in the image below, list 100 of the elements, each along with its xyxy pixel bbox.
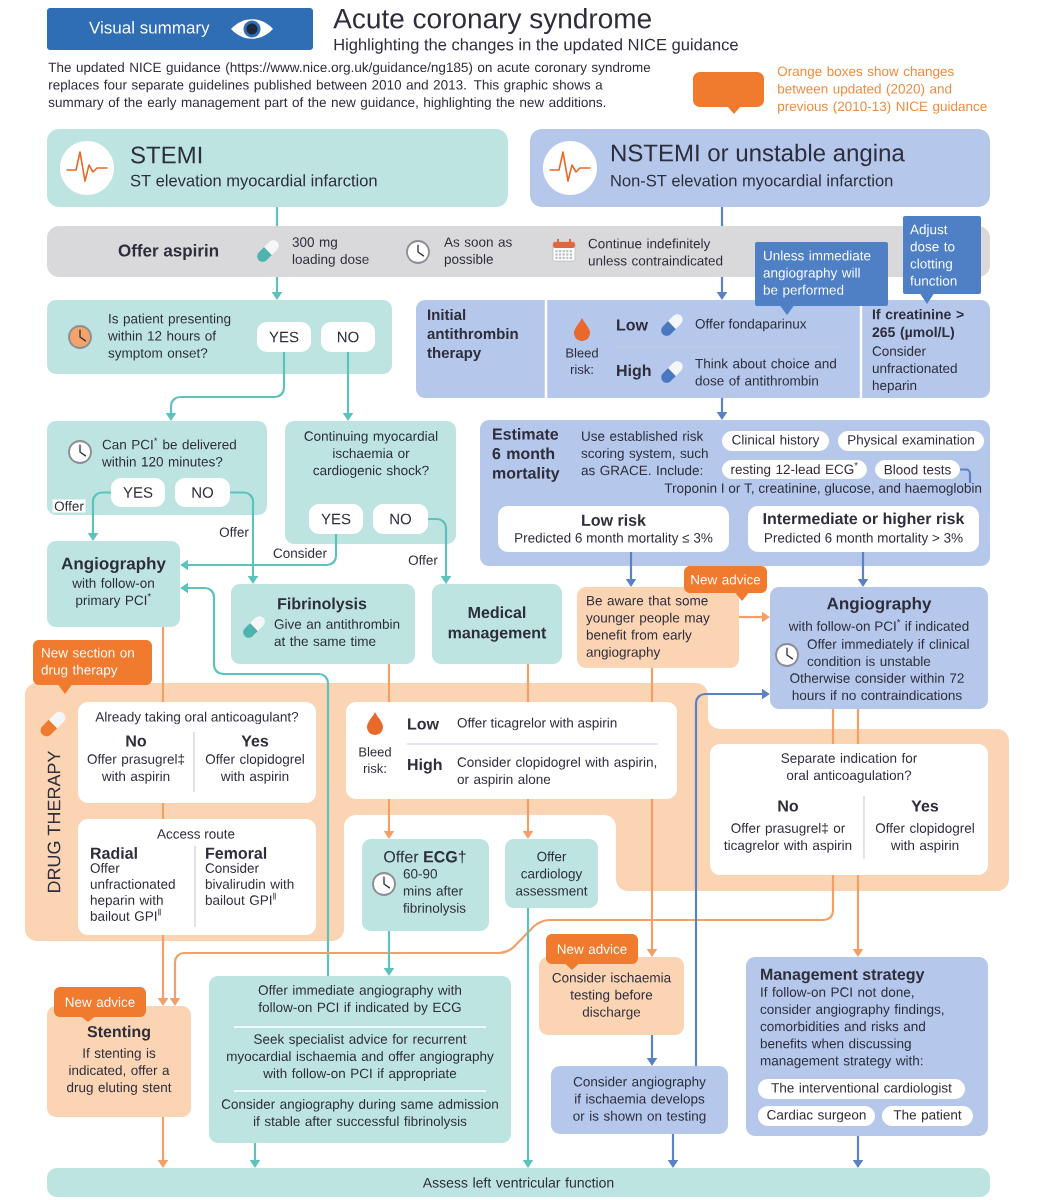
detail-text: Continue indefinitely unless contraindicated (588, 238, 723, 266)
option-text: Consider bivalirudin with bailout GPI$^{‖}$ (205, 863, 294, 905)
answer-pill: YES (309, 504, 363, 534)
factor-pill: Clinical history (722, 431, 829, 451)
factor-pill: resting 12-lead ECG$^{*}$ (722, 460, 867, 479)
panel-heading: Initial antithrombin therapy (427, 309, 518, 362)
band-heading: Offer aspirin (118, 244, 218, 260)
arrow (694, 688, 770, 1066)
detail-text: As soon as possible (444, 237, 512, 267)
box-heading: NSTEMI or unstable angina (611, 143, 905, 167)
box-heading: Angiography (61, 557, 166, 573)
factor-pill: The patient (882, 1106, 973, 1126)
option-heading: No (778, 800, 799, 812)
detail-text: Offer fondaparinux (695, 318, 807, 332)
arrow (230, 491, 259, 584)
step-box: Consider angiography if ischaemia develops or is shown on testing (551, 1066, 728, 1134)
detail-text: 300 mg loading dose (292, 237, 369, 267)
question-text: Can PCI$^{*}$ be delivered within 120 minutes? (102, 437, 236, 467)
option-text: Offer unfractionated heparin with bailout GPI$^{‖}$ (90, 863, 175, 921)
box-text: with follow-on primary PCI$^{*}$ (72, 578, 154, 608)
question-text: Separate indication for oral anticoagulation? (781, 753, 918, 783)
factor-pill: Blood tests (875, 460, 960, 479)
option-heading: Yes (911, 800, 939, 812)
box-heading: STEMI (131, 146, 202, 164)
option-text: Offer clopidogrel with aspirin (875, 823, 974, 853)
detail-text: Think about choice and dose of antithrombin (695, 358, 836, 386)
risk-heading: Low risk (582, 514, 646, 526)
risk-level: Low (408, 718, 439, 730)
connector-line (960, 468, 972, 483)
box-heading: Management strategy (761, 968, 925, 984)
risk-level: Low (617, 319, 648, 331)
option-heading: Femoral (206, 847, 267, 859)
connector-line (161, 803, 165, 819)
step-box: Consider ischaemia testing before discharge (539, 957, 684, 1035)
connector-line (526, 664, 530, 702)
risk-level: High (617, 364, 651, 380)
answer-pill: NO (321, 322, 375, 352)
answer-pill: YES (257, 322, 311, 352)
bleed-risk-label: Bleed risk: (566, 348, 598, 375)
connector-line (856, 709, 860, 744)
option-text: Offer prasugrel‡ or ticagrelor with aspirin (724, 823, 852, 853)
box-heading: Fibrinolysis (278, 597, 367, 613)
callout-bubble: Adjust dose to clotting function (903, 216, 981, 304)
box-subheading: ST elevation myocardial infarction (130, 174, 377, 190)
tag-bubble: New section on drug therapy (33, 640, 152, 694)
connector-line (650, 668, 654, 702)
subtitle: Highlighting the changes in the updated NICE guidance (334, 38, 738, 54)
box-text: 60-90 mins after fibrinolysis (403, 869, 466, 916)
arrow (180, 534, 338, 571)
question-text: Is patient presenting within 12 hours of symptom onset? (108, 313, 231, 361)
banner-text: Visual summary (89, 21, 210, 37)
option-heading: No (126, 735, 147, 747)
box-heading: Stenting (87, 1025, 150, 1041)
edge-label: Consider (271, 546, 329, 560)
tag-bubble: New advice (54, 987, 146, 1022)
box-subheading: Non-ST elevation myocardial infarction (611, 174, 893, 190)
edge-label: Offer (217, 525, 251, 539)
risk-detail: Predicted 6 month mortality > 3% (765, 532, 963, 546)
option-text: Offer clopidogrel with aspirin (205, 754, 304, 784)
step-box: Medical management (432, 584, 562, 664)
question-text: Continuing myocardial ischaemia or cardiogenic shock? (304, 431, 438, 478)
box-text: Give an antithrombin at the same time (274, 619, 400, 647)
risk-level: High (408, 758, 442, 774)
detail-text: Consider clopidogrel with aspirin, or aspirin alone (457, 757, 657, 787)
tag-bubble: New advice (546, 934, 638, 970)
legend-text: Orange boxes show changes between updated (2020) and previous (2010-13) NICE guidance (777, 66, 987, 114)
note-text: Troponin I or T, creatinine, glucose, and haemoglobin (664, 483, 982, 496)
bleed-risk-label: Bleed risk: (359, 746, 391, 774)
option-heading: Yes (241, 735, 269, 747)
risk-heading: Intermediate or higher risk (763, 512, 965, 528)
section-label: DRUG THERAPY (47, 750, 61, 893)
step-box: Assess left ventricular function (47, 1168, 990, 1197)
risk-detail: Predicted 6 month mortality ≤ 3% (515, 532, 713, 546)
factor-pill: The interventional cardiologist (758, 1079, 965, 1099)
factor-pill: Cardiac surgeon (758, 1106, 875, 1126)
connector-line (720, 207, 724, 226)
answer-pill: NO (175, 478, 230, 507)
answer-pill: YES (111, 478, 165, 507)
detail-text: Offer ticagrelor with aspirin (457, 717, 617, 731)
edge-label: Offer (406, 553, 440, 567)
box-heading: Offer ECG† (384, 850, 466, 864)
box-heading: Angiography (827, 597, 932, 613)
option-heading: Radial (91, 847, 137, 859)
connector-line (387, 664, 391, 702)
box-text: Otherwise consider within 72 hours if no contraindications (790, 673, 964, 701)
box-text: Seek specialist advice for recurrent myocardial ischaemia and offer angiography with follow-on PCI if appropriate (227, 1034, 494, 1081)
box-text: with follow-on PCI$^{*}$ if indicated (788, 619, 969, 631)
panel-heading: Estimate 6 month mortality (492, 428, 560, 482)
step-box: Offer cardiology assessment (505, 839, 598, 908)
box-text: Offer immediate angiography with follow-on PCI if indicated by ECG (258, 985, 461, 1015)
intro-text: The updated NICE guidance (https://www.nice.org.uk/guidance/ng185) on acute coronary syndrome replaces four separate guidelines published between 2010 and 2013. This graphic shows a summary of the early management part of the new guidance, highlighting the new additions. (48, 62, 651, 110)
title: Acute coronary syndrome (333, 7, 651, 35)
connector-line (161, 627, 165, 702)
box-text: Offer immediately if clinical condition is unstable (807, 639, 969, 667)
answer-pill: NO (373, 504, 428, 534)
factor-pill: Physical examination (838, 431, 984, 451)
question-text: Already taking oral anticoagulant? (95, 711, 299, 725)
detail-text: Consider unfractionated heparin (872, 346, 957, 393)
connector-line (831, 709, 835, 744)
body-text: Use established risk scoring system, such as GRACE. Include: (581, 431, 708, 476)
